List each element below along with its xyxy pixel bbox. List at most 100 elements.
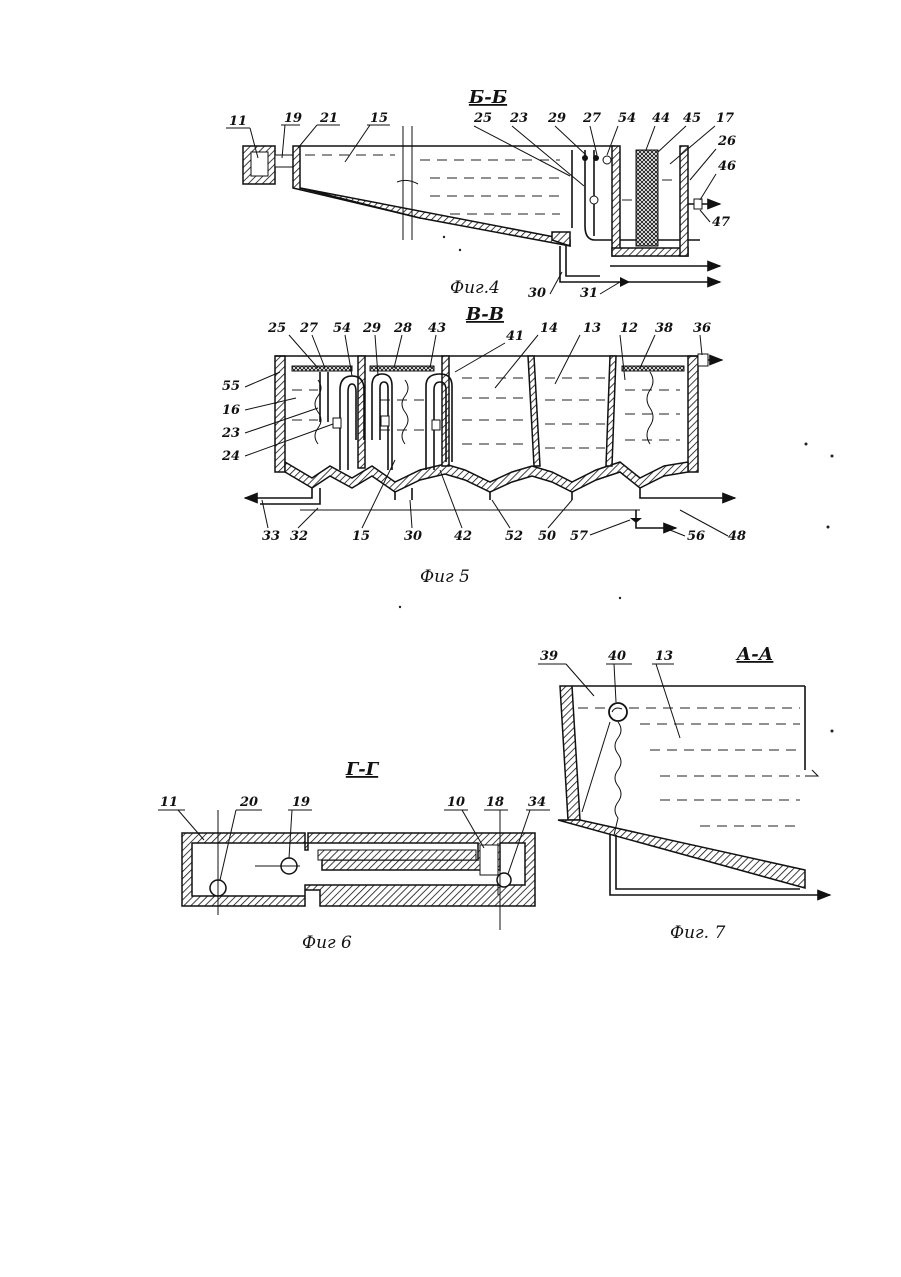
label: 46	[718, 159, 736, 174]
float-valve-42	[432, 420, 440, 430]
valve-57	[630, 518, 642, 523]
label: 19	[284, 111, 302, 126]
label: 12	[620, 321, 638, 336]
hose-mid	[402, 380, 408, 444]
opening-34	[497, 873, 511, 887]
label: 32	[290, 529, 308, 544]
figure-6-section-title: Г-Г	[345, 759, 380, 780]
label: 16	[222, 403, 240, 418]
figure-7-section-title: А-А	[735, 644, 774, 665]
outlet-33	[245, 488, 312, 498]
label: 55	[222, 379, 240, 394]
block-10	[480, 845, 498, 875]
figure-5-caption: Фиг 5	[420, 567, 470, 587]
label: 43	[428, 321, 446, 336]
pipe-19	[275, 155, 293, 167]
outlet-48	[640, 488, 735, 498]
pipe-56	[636, 510, 676, 528]
label: 15	[370, 111, 388, 126]
break-mark	[397, 180, 418, 184]
label: 28	[393, 321, 412, 336]
label: 41	[506, 329, 524, 344]
label: 57	[570, 529, 588, 544]
label: 13	[583, 321, 601, 336]
distributor-25	[292, 366, 352, 371]
label: 36	[693, 321, 711, 336]
label: 54	[333, 321, 351, 336]
channel-divider	[318, 850, 476, 860]
label: 11	[160, 795, 178, 810]
label: 18	[486, 795, 504, 810]
label: 48	[728, 529, 746, 544]
valve-31	[620, 277, 630, 287]
label: 39	[540, 649, 558, 664]
label: 17	[716, 111, 734, 126]
drain-52-50	[490, 492, 572, 500]
water-fig4	[305, 155, 560, 214]
label: 44	[652, 111, 670, 126]
label: 29	[547, 111, 566, 126]
label: 52	[505, 529, 523, 544]
tank-sloped-bottom	[300, 188, 570, 246]
valve-29	[582, 155, 588, 161]
pipe-32	[260, 488, 320, 504]
guide-rod	[582, 722, 610, 812]
break-line	[403, 126, 412, 240]
water-fig5	[292, 378, 680, 448]
figure-4: Б-Б	[226, 87, 736, 301]
water-fig7	[578, 708, 800, 826]
tank-wall-right	[688, 356, 698, 472]
figure-4-section-title: Б-Б	[468, 87, 507, 108]
distributor-28	[370, 366, 434, 371]
siphon-54-inner	[348, 384, 356, 470]
label: 13	[655, 649, 673, 664]
label: 26	[717, 134, 736, 149]
label: 56	[687, 529, 705, 544]
label: 10	[447, 795, 465, 810]
break-mark	[805, 770, 818, 776]
label: 25	[267, 321, 286, 336]
float-valve-23	[333, 418, 341, 428]
outlet-36-fitting	[698, 354, 708, 366]
tank-end-wall	[560, 686, 580, 820]
label: 29	[362, 321, 381, 336]
filter-wall-left	[612, 146, 620, 256]
hose-40	[614, 722, 621, 835]
label: 24	[221, 449, 240, 464]
filter-cartridge-44	[636, 150, 658, 246]
label: 21	[319, 111, 338, 126]
label: 50	[538, 529, 556, 544]
hose-right	[647, 372, 653, 444]
figure-7: А-А 39 40 13 Фиг. 7	[538, 644, 830, 943]
pipe-30-inner	[566, 246, 600, 276]
tank-sloped-bottom	[558, 820, 805, 888]
partition-14	[528, 356, 540, 466]
hopper-bottoms	[285, 462, 688, 492]
label: 11	[229, 114, 247, 129]
figure-4-labels: 11 19 21 15 25 23 29 27 54 44 45 17 26	[226, 111, 736, 301]
float-23	[590, 196, 598, 204]
label: 30	[528, 286, 546, 301]
label: 25	[473, 111, 492, 126]
label: 23	[509, 111, 528, 126]
label: 54	[618, 111, 636, 126]
partition-12	[606, 356, 616, 466]
label: 40	[608, 649, 626, 664]
label: 47	[712, 215, 730, 230]
label: 27	[299, 321, 318, 336]
label: 27	[582, 111, 601, 126]
label: 33	[262, 529, 280, 544]
label: 31	[580, 286, 598, 301]
figure-5-labels: 25 27 54 29 28 43 41 14 13 12 38 36 55	[221, 321, 746, 544]
label: 19	[292, 795, 310, 810]
label: 38	[655, 321, 673, 336]
label: 34	[528, 795, 546, 810]
figure-6-caption: Фиг 6	[302, 933, 352, 953]
label: 30	[404, 529, 422, 544]
filter-wall-right	[680, 146, 688, 256]
figure-5-section-title: В-В	[465, 304, 504, 325]
chamber-11-inner	[251, 152, 268, 176]
valve-47	[694, 199, 702, 209]
figure-6: Г-Г 11 20 19 10 18 34 Фиг 6	[158, 759, 550, 953]
float-40	[609, 703, 627, 721]
